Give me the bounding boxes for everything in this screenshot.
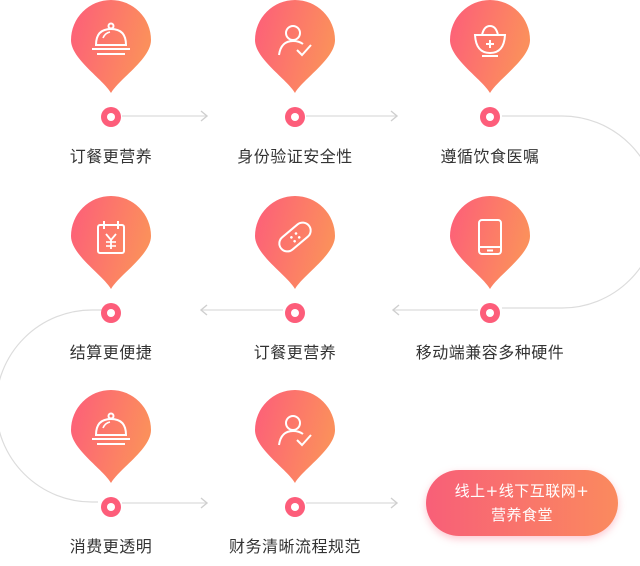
arrow-left-icon [199,304,208,316]
step-dot [285,303,305,323]
calendar-yuan-icon [97,221,125,254]
goal-line-2: 营养食堂 [490,506,553,524]
goal-badge: 线上+线下互联网+ 营养食堂 [426,470,618,536]
step-dot [480,303,500,323]
location-pin-icon [255,390,335,483]
step-label: 消费更透明 [69,537,153,556]
location-pin-icon [71,196,151,289]
step-label: 订餐更营养 [69,147,153,166]
location-pin-icon [450,0,530,93]
step-label: 结算更便捷 [69,343,153,362]
goal-line-1: 线上+线下互联网+ [454,482,590,500]
dish-cover-icon [92,22,130,55]
step-dot [285,497,305,517]
dish-cover-icon [92,412,130,445]
location-pin-icon [255,196,335,289]
location-pin-icon [71,0,151,93]
step-dot [480,107,500,127]
step-dot [101,107,121,127]
step-dot [101,497,121,517]
step-dot [285,107,305,127]
location-pin-icon [71,390,151,483]
user-check-icon [278,25,312,57]
arrow-right-icon [200,110,209,122]
location-pin-icon [450,196,530,289]
step-label: 订餐更营养 [253,343,337,362]
location-pin-icon [255,0,335,93]
step-label: 移动端兼容多种硬件 [415,343,565,362]
step-label: 身份验证安全性 [237,147,353,166]
step-dot [101,303,121,323]
user-check-icon [278,415,312,447]
step-label: 遵循饮食医嘱 [440,147,540,166]
arrow-left-icon [391,304,400,316]
medical-bowl-icon [473,24,507,57]
phone-icon [478,219,502,255]
arrow-right-icon [390,110,399,122]
arrow-right-icon [200,497,209,509]
step-label: 财务清晰流程规范 [228,537,361,556]
bandage-icon [278,221,312,253]
arrow-right-icon [390,497,399,509]
